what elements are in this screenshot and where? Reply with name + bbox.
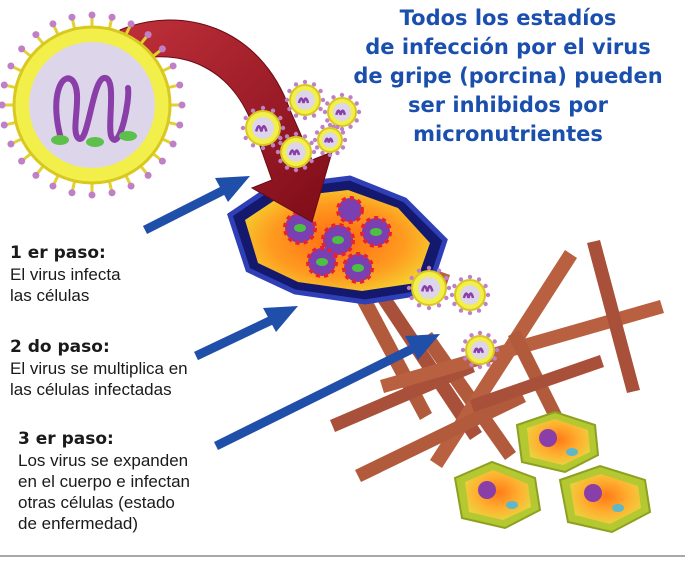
fiber [430, 250, 577, 468]
host-cells [453, 410, 652, 534]
virus-spike-tip [127, 182, 135, 190]
step-3-label: 3 er paso: Los virus se expanden en el c… [18, 428, 190, 534]
virus-spike-tip [108, 13, 116, 21]
virus-spike-tip [68, 189, 76, 197]
step-text: en el cuerpo e infectan [18, 472, 191, 491]
virus-spike-tip [49, 182, 57, 190]
virus-spike-tip [88, 191, 96, 199]
large-virus [0, 11, 186, 199]
viral-rna-strand [53, 75, 132, 143]
virus-spike-tip [176, 121, 184, 129]
viral-protein [51, 135, 69, 145]
virion-core [316, 258, 328, 266]
small-virion [240, 105, 286, 151]
red-curved-arrow [119, 19, 333, 223]
step-text: de enfermedad) [18, 514, 139, 533]
step-text: las células infectadas [10, 380, 172, 399]
small-virion [406, 265, 452, 311]
diagram-title: Todos los estadíos de infección por el v… [338, 4, 678, 149]
title-line: Todos los estadíos [399, 6, 617, 30]
step-heading: 3 er paso: [18, 429, 114, 449]
fiber [587, 240, 640, 393]
virus-spike-tip [169, 62, 177, 70]
fiber [330, 360, 475, 432]
fiber [355, 390, 526, 482]
step2-arrow [194, 306, 298, 361]
small-virion [322, 92, 362, 132]
bottom-border [0, 555, 685, 557]
virus-spike-tip [49, 20, 57, 28]
virion-core [294, 224, 306, 232]
step-text: El virus se multiplica en [10, 359, 188, 378]
step-heading: 2 do paso: [10, 337, 110, 357]
small-virion [449, 274, 491, 316]
virus-spike-tip [18, 157, 26, 165]
virus-spike-tip [127, 20, 135, 28]
title-line: micronutrientes [413, 122, 603, 146]
virus-spike-tip [18, 45, 26, 53]
small-virion [460, 330, 500, 370]
step-text: las células [10, 286, 90, 305]
virus-spike-tip [7, 140, 15, 148]
step-text: otras células (estado [18, 493, 175, 512]
title-line: ser inhibidos por [407, 93, 609, 117]
step-2-label: 2 do paso: El virus se multiplica en las… [10, 336, 188, 400]
title-line: de gripe (porcina) pueden [353, 64, 663, 88]
step3-arrow [214, 334, 440, 451]
step-text: El virus infecta [10, 265, 121, 284]
host-cell [558, 464, 652, 534]
small-virion [312, 122, 348, 158]
virus-spike-tip [144, 31, 152, 39]
virus-spike-tip [108, 189, 116, 197]
virus-spike-tip [32, 171, 40, 179]
viral-protein [119, 131, 137, 141]
step-1-label: 1 er paso: El virus infecta las células [10, 242, 121, 306]
host-cell [515, 410, 600, 474]
step-text: Los virus se expanden [18, 451, 189, 470]
small-virion [275, 131, 317, 173]
virion-core [352, 264, 364, 272]
fiber [470, 355, 604, 412]
small-virions [240, 79, 500, 370]
virus-spike-tip [158, 157, 166, 165]
small-virion [284, 79, 326, 121]
virion-core [370, 228, 382, 236]
step-heading: 1 er paso: [10, 243, 106, 263]
virion [336, 196, 364, 224]
virus-spike-tip [0, 121, 8, 129]
virus-spike-tip [158, 45, 166, 53]
virus-spike-tip [88, 11, 96, 19]
virion-core [332, 236, 344, 244]
infected-cell [227, 175, 448, 305]
new-virions-cluster [283, 196, 392, 284]
virus-spike-tip [32, 31, 40, 39]
host-cell [453, 460, 542, 530]
virus-spike-tip [178, 101, 186, 109]
virus-spike-tip [68, 13, 76, 21]
title-line: de infección por el virus [365, 35, 651, 59]
step1-arrow [142, 176, 250, 235]
virus-spike-tip [0, 101, 6, 109]
virus-spike-tip [7, 62, 15, 70]
tissue-fibers [330, 240, 664, 482]
virus-spike-tip [0, 81, 8, 89]
virus-spike-tip [169, 140, 177, 148]
virus-spike-tip [144, 171, 152, 179]
step-arrows [142, 176, 440, 451]
viral-protein [86, 137, 104, 147]
virus-spike-tip [176, 81, 184, 89]
